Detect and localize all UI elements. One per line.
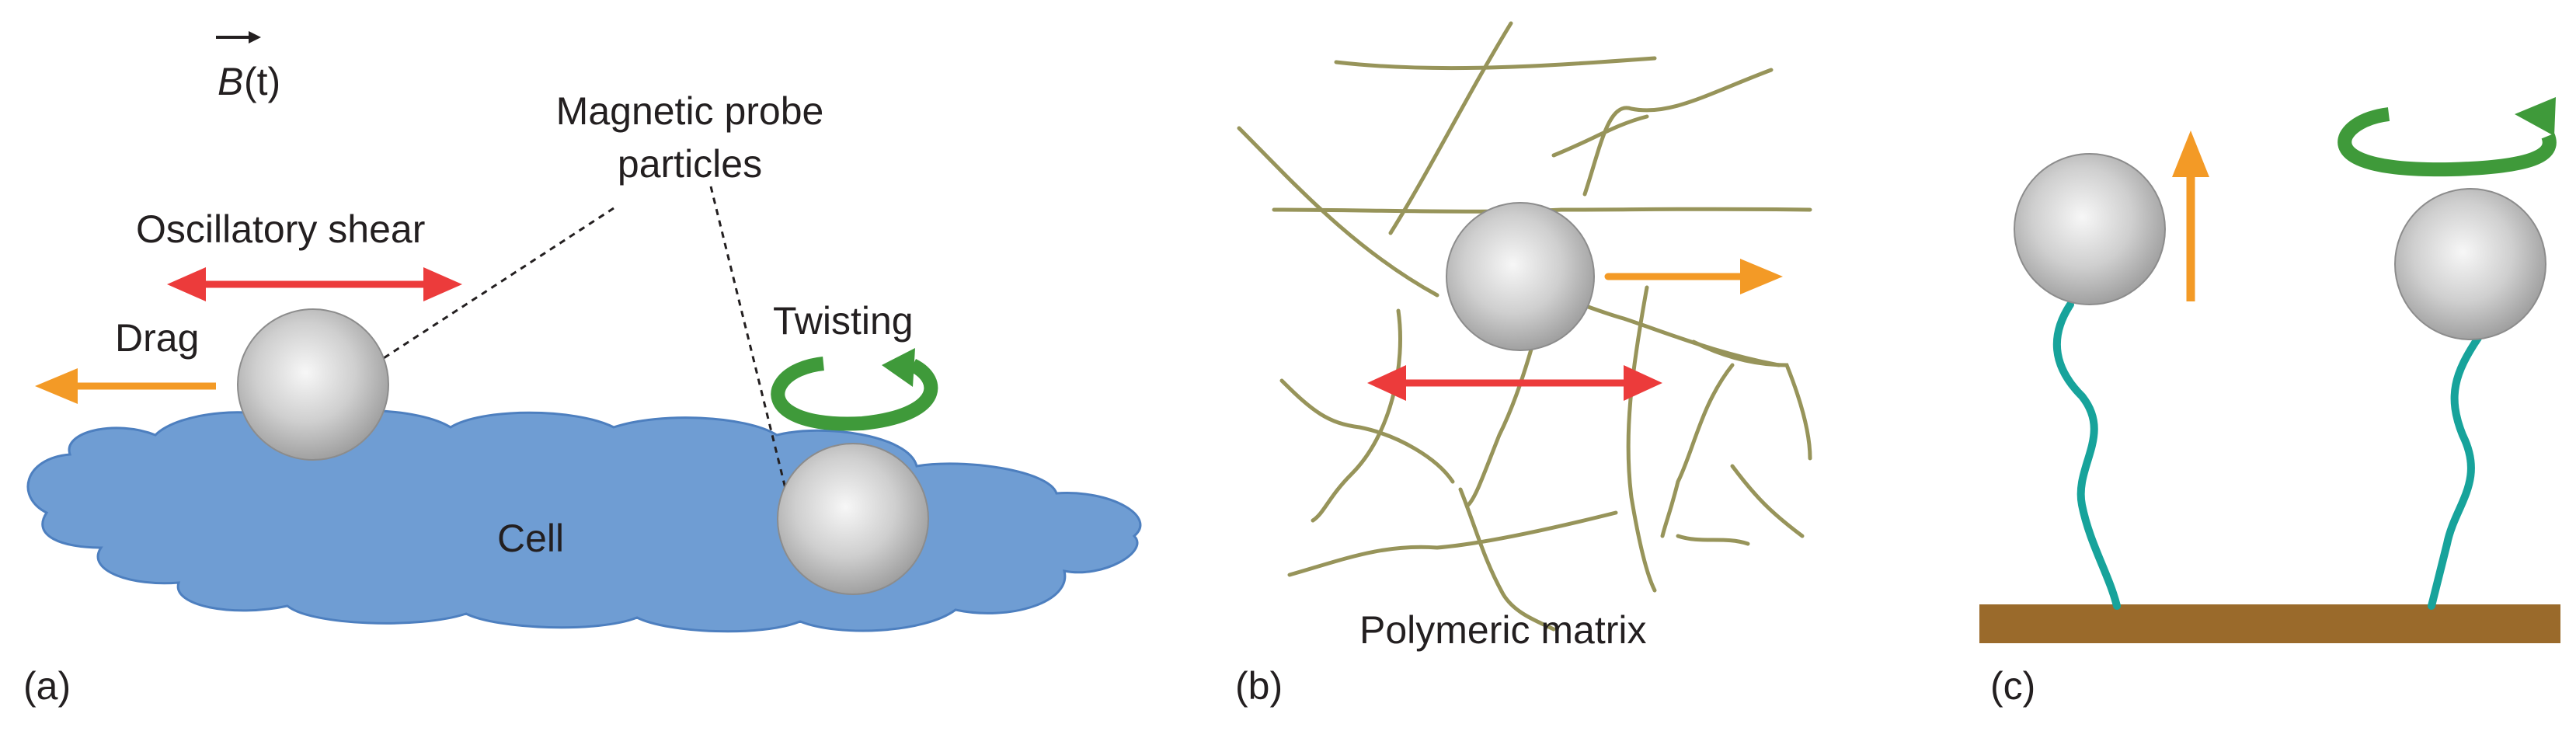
matrix-shear-arrow	[1367, 365, 1662, 401]
probe-particle-twisting	[777, 443, 929, 595]
vector-arrow-icon	[249, 31, 261, 44]
panel-c	[1979, 97, 2560, 643]
tether-right	[2428, 334, 2482, 610]
substrate	[1979, 604, 2560, 643]
field-argument: (t)	[244, 60, 280, 103]
polymer-fibers	[1237, 21, 1812, 632]
field-symbol: B	[218, 60, 243, 103]
panel-b-label: (b)	[1235, 664, 1283, 708]
oscillatory-shear-arrow	[167, 267, 462, 301]
probe-particle-drag	[237, 308, 389, 461]
twisting-label: Twisting	[773, 299, 914, 343]
cell-shape	[26, 409, 1142, 633]
pull-arrow	[2172, 131, 2209, 301]
panel-a-label: (a)	[23, 664, 71, 708]
drag-arrow	[35, 368, 216, 404]
drag-label: Drag	[115, 316, 199, 360]
probe-label-line2: particles	[618, 142, 762, 186]
leader-line-left	[372, 207, 614, 367]
oscillatory-shear-label: Oscillatory shear	[136, 207, 425, 251]
magnetic-field-label: B (t)	[216, 31, 280, 103]
twist-arrow-icon	[2338, 97, 2557, 177]
probe-particle-matrix	[1446, 202, 1595, 351]
cell-label: Cell	[497, 517, 564, 560]
polymeric-matrix-label: Polymeric matrix	[1359, 608, 1646, 652]
tether-left	[2052, 301, 2121, 610]
probe-label-line1: Magnetic probe	[556, 89, 824, 133]
tethered-particle-twist	[2394, 188, 2546, 340]
leader-line-right	[709, 186, 794, 517]
matrix-drag-arrow	[1604, 259, 1783, 294]
panel-a: Cell B (t) Magnetic probe particles Osci…	[23, 31, 1142, 708]
panel-c-label: (c)	[1990, 664, 2035, 708]
twisting-arrow-icon	[771, 348, 938, 431]
tethered-particle-pull	[2014, 153, 2166, 305]
panel-b	[1237, 21, 1812, 632]
